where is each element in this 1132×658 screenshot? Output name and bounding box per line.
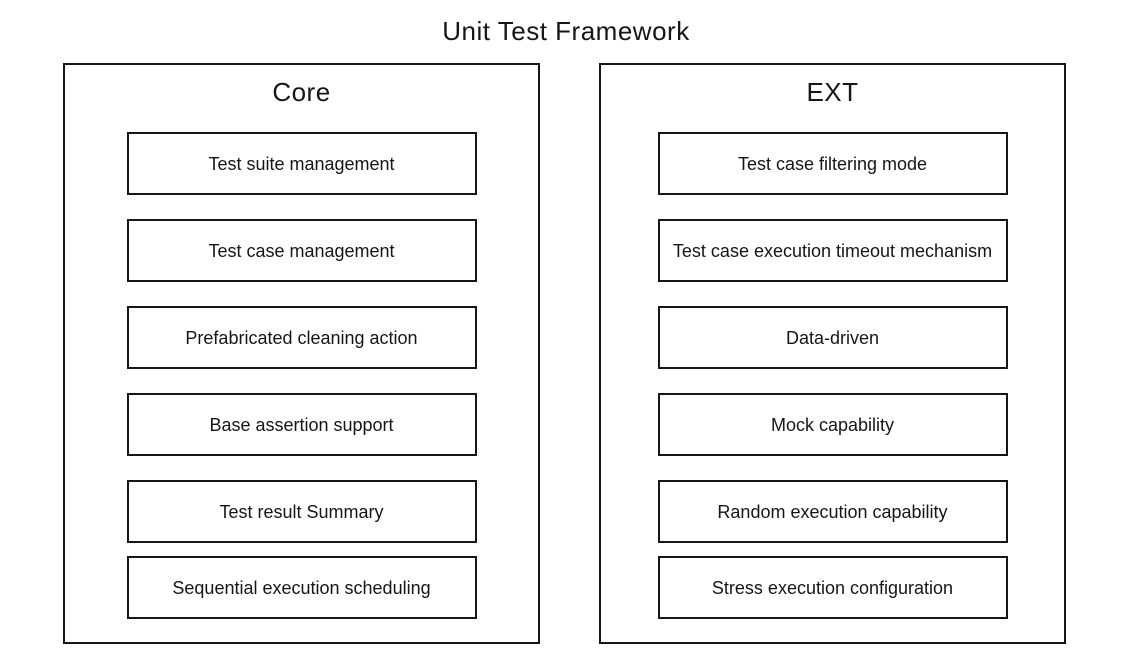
panel-core: Core Test suite management Test case man… — [63, 63, 540, 644]
panel-ext: EXT Test case filtering mode Test case e… — [599, 63, 1066, 644]
box-test-case-execution-timeout-mechanism: Test case execution timeout mechanism — [657, 219, 1008, 282]
box-test-case-management: Test case management — [126, 219, 477, 282]
box-data-driven: Data-driven — [657, 306, 1008, 369]
box-base-assertion-support: Base assertion support — [126, 393, 477, 456]
panel-ext-label: EXT — [806, 77, 859, 107]
panel-core-label: Core — [272, 77, 331, 107]
box-sequential-execution-scheduling: Sequential execution scheduling — [126, 556, 477, 619]
box-random-execution-capability: Random execution capability — [657, 480, 1008, 543]
box-stress-execution-configuration: Stress execution configuration — [657, 556, 1008, 619]
box-test-suite-management: Test suite management — [126, 132, 477, 195]
diagram-title: Unit Test Framework — [442, 16, 690, 46]
box-test-result-summary: Test result Summary — [126, 480, 477, 543]
box-test-case-filtering-mode: Test case filtering mode — [657, 132, 1008, 195]
box-prefabricated-cleaning-action: Prefabricated cleaning action — [126, 306, 477, 369]
box-mock-capability: Mock capability — [657, 393, 1008, 456]
